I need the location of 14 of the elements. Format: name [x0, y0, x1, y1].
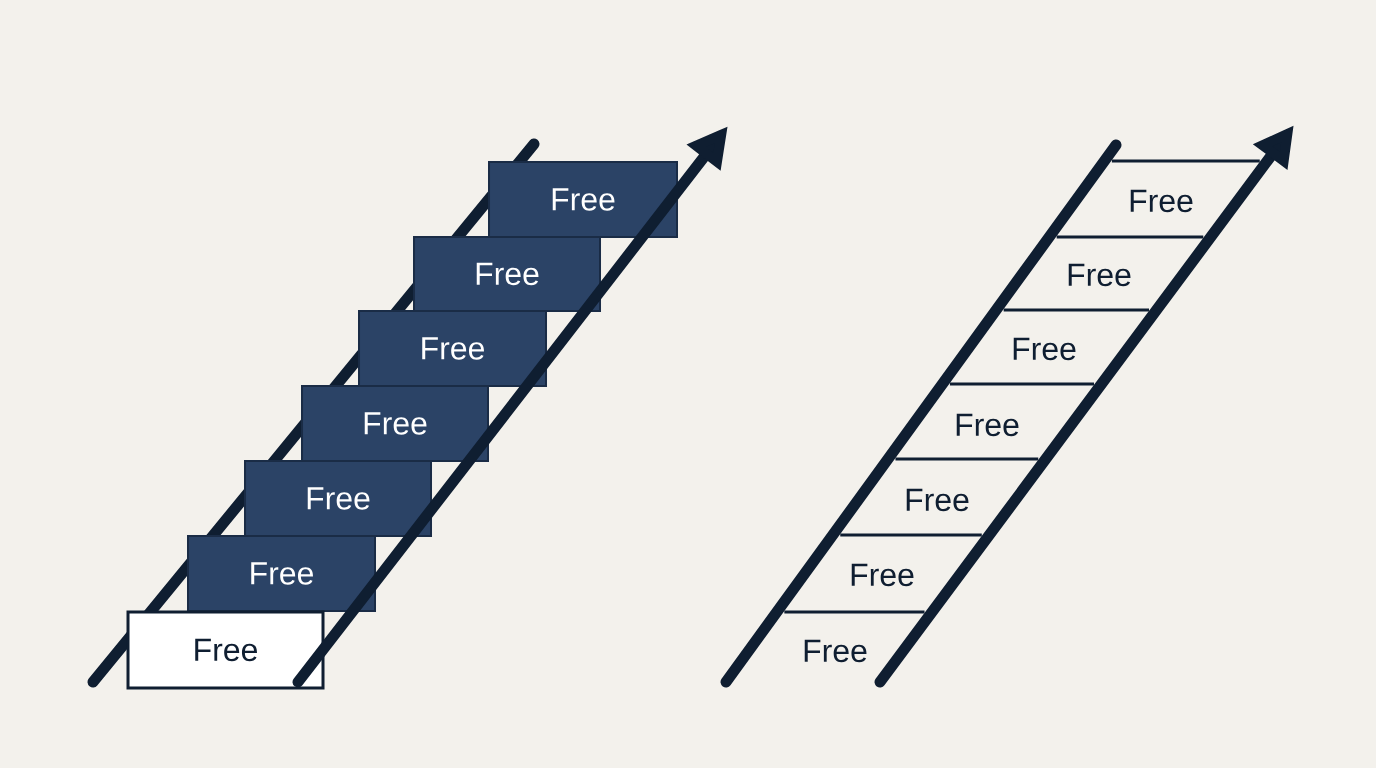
- step-label: Free: [804, 639, 867, 663]
- step-label: Free: [956, 413, 1019, 437]
- step-box: Free: [244, 460, 432, 537]
- step-box: Free: [187, 535, 376, 612]
- step-label: Free: [1013, 337, 1076, 361]
- step-box: Free: [488, 161, 678, 238]
- step-label: Free: [906, 488, 969, 512]
- step-label: Free: [1130, 189, 1193, 213]
- step-box: Free: [301, 385, 489, 462]
- step-box: Free: [126, 610, 325, 690]
- step-label: Free: [1068, 263, 1131, 287]
- step-box: Free: [413, 236, 601, 312]
- step-label: Free: [851, 563, 914, 587]
- step-box: Free: [358, 310, 547, 387]
